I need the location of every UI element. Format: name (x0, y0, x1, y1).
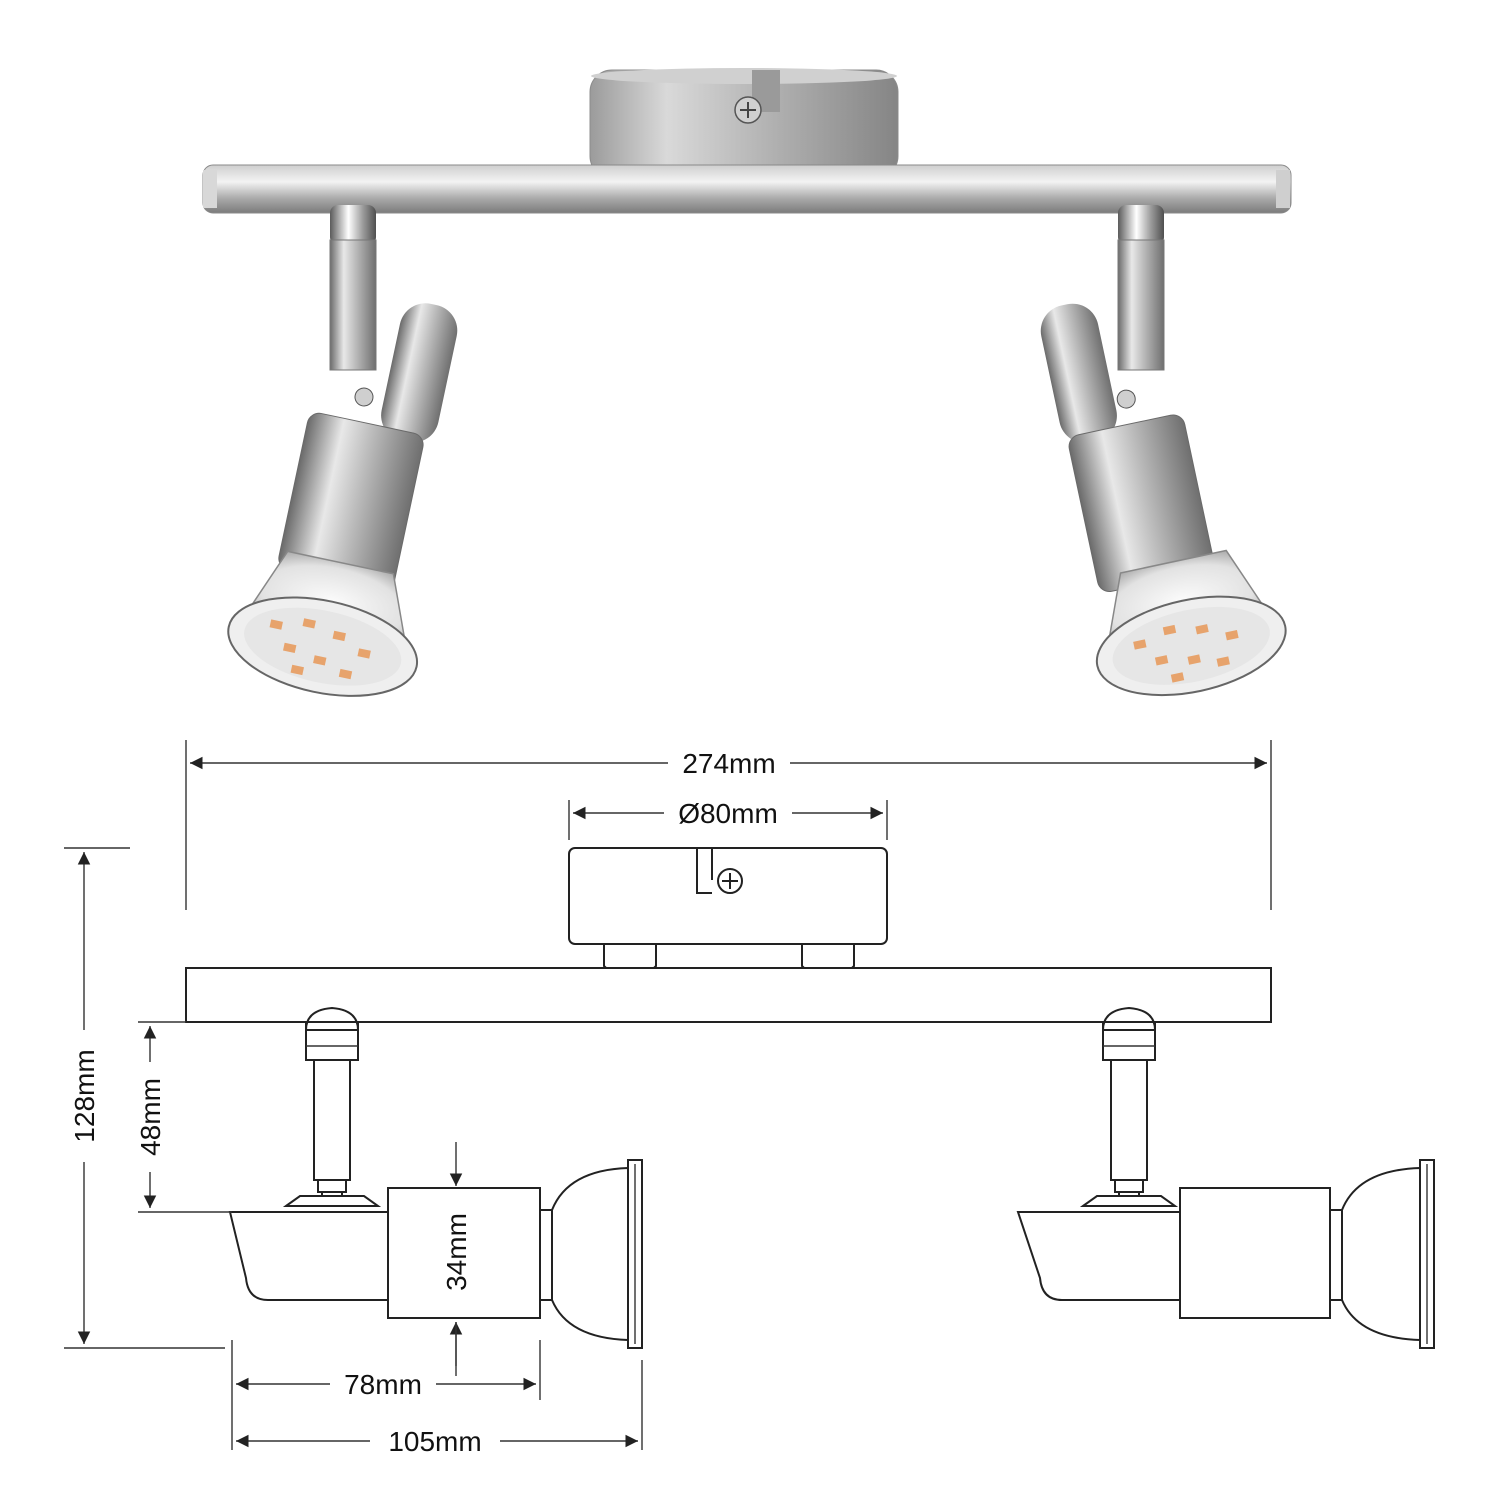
dimension-label-total-width: 274mm (682, 748, 775, 779)
product-render (202, 68, 1292, 697)
dimension-head-length: 78mm (231, 1340, 541, 1400)
dimension-canopy-diameter: Ø80mm (568, 798, 888, 840)
led-bulb-icon (227, 550, 419, 697)
dimension-total-width: 274mm (185, 740, 1272, 910)
screw-icon (734, 96, 762, 124)
dimension-label-head-diameter: 34mm (441, 1213, 472, 1291)
dimension-total-height: 128mm (64, 847, 225, 1349)
technical-drawing: 274mm Ø80mm 128mm 48mm (64, 740, 1435, 1457)
ceiling-canopy (589, 68, 899, 179)
dimension-label-total-height: 128mm (69, 1049, 100, 1142)
mounting-bar (202, 164, 1292, 214)
screw-icon (717, 868, 743, 894)
dimension-head-diameter: 34mm (441, 1142, 472, 1376)
spotlight-left (227, 205, 458, 697)
dimension-arm-height: 48mm (135, 1021, 232, 1213)
dimension-label-arm-height: 48mm (135, 1078, 166, 1156)
spotlight-right (1040, 205, 1287, 697)
led-bulb-icon (1095, 549, 1287, 697)
canopy-outline (568, 847, 888, 980)
dimension-label-canopy-diameter: Ø80mm (678, 798, 778, 829)
dimension-label-head-total-length: 105mm (388, 1426, 481, 1457)
dimension-label-head-length: 78mm (344, 1369, 422, 1400)
spotlight-left-outline (228, 1006, 643, 1349)
spotlight-right-outline (1016, 1006, 1435, 1349)
bar-outline (185, 967, 1272, 1023)
dimension-head-total-length: 105mm (231, 1360, 643, 1457)
